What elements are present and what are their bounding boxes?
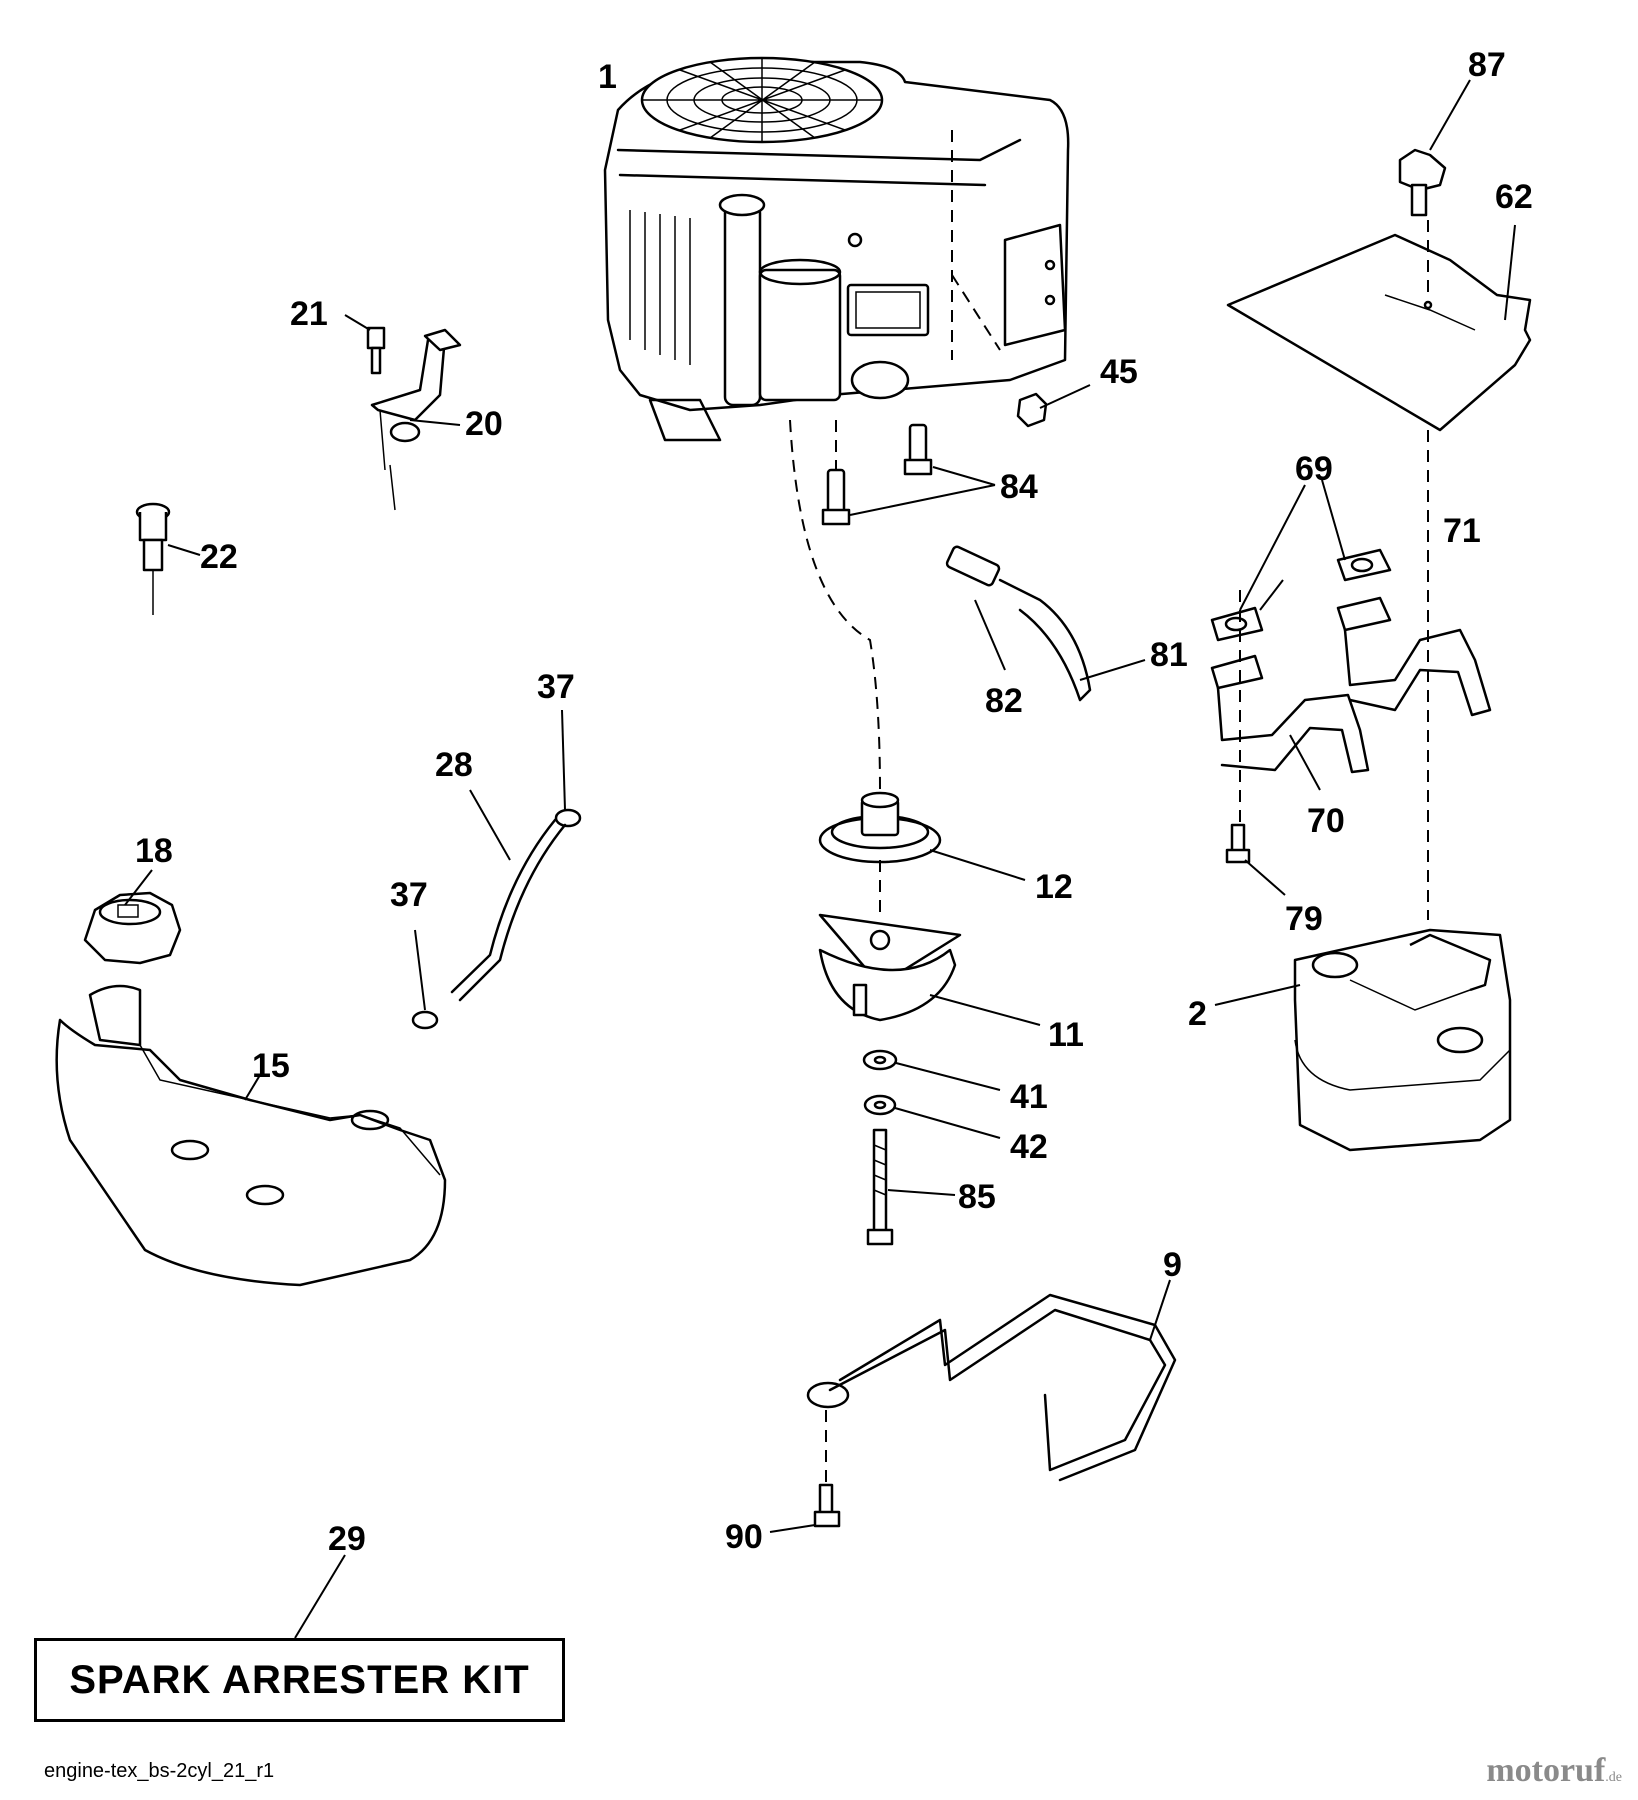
callout-22: 22 [200,538,238,576]
bolts-84-drawing [821,420,996,526]
washers-drawing [862,1049,1001,1139]
callout-37-bottom: 37 [390,876,428,914]
callout-90: 90 [725,1518,763,1556]
breather-hose-drawing [945,545,1146,702]
exhaust-pipes-drawing [1210,479,1492,896]
callout-labels: 1 87 62 21 20 45 84 22 69 71 81 82 37 28… [135,46,1533,1558]
callout-84: 84 [1000,468,1038,506]
long-bolt-drawing [866,1128,956,1246]
callout-2: 2 [1188,995,1207,1033]
nut-drawing [1016,384,1091,428]
choke-knob-drawing [135,502,201,615]
callout-18: 18 [135,832,173,870]
callout-21: 21 [290,295,328,333]
callout-85: 85 [958,1178,996,1216]
fuel-line-drawing [411,709,582,1030]
watermark-brand: motoruf [1486,1752,1606,1789]
centerline-engine-to-clutch [789,419,881,791]
callout-41: 41 [1010,1078,1048,1116]
motoruf-watermark: motoruf.de [1486,1752,1622,1790]
kit-leader-line [294,1554,346,1639]
callout-11: 11 [1048,1016,1084,1054]
muffler-drawing [1214,928,1512,1152]
callout-82: 82 [985,682,1023,720]
callout-37-top: 37 [537,668,575,706]
fuel-tank-drawing [55,984,447,1287]
knob-and-heat-shield-drawing [1226,79,1532,920]
bolt-90-drawing [769,1410,841,1533]
callout-29: 29 [328,1520,366,1558]
engine-drawing [603,56,1070,442]
callout-15: 15 [252,1047,290,1085]
throttle-control-drawing [344,314,462,511]
callout-45: 45 [1100,353,1138,391]
bracket-rod-drawing [806,1279,1177,1482]
callout-81: 81 [1150,636,1188,674]
callout-20: 20 [465,405,503,443]
diagram-code: engine-tex_bs-2cyl_21_r1 [44,1760,275,1782]
callout-28: 28 [435,746,473,784]
callout-9: 9 [1163,1246,1182,1284]
callout-69: 69 [1295,450,1333,488]
callout-1: 1 [598,58,617,96]
callout-79: 79 [1285,900,1323,938]
callout-71: 71 [1443,512,1481,550]
spark-arrester-kit-label: SPARK ARRESTER KIT [69,1657,530,1702]
callout-42: 42 [1010,1128,1048,1166]
spark-arrester-kit-box: SPARK ARRESTER KIT [34,1638,565,1722]
callout-62: 62 [1495,178,1533,216]
callout-87: 87 [1468,46,1506,84]
pulley-drawing [818,791,1026,915]
electric-clutch-drawing [818,913,1041,1026]
callout-12: 12 [1035,868,1073,906]
callout-70: 70 [1307,802,1345,840]
watermark-suffix: .de [1605,1770,1622,1785]
fuel-cap-drawing [83,869,182,965]
